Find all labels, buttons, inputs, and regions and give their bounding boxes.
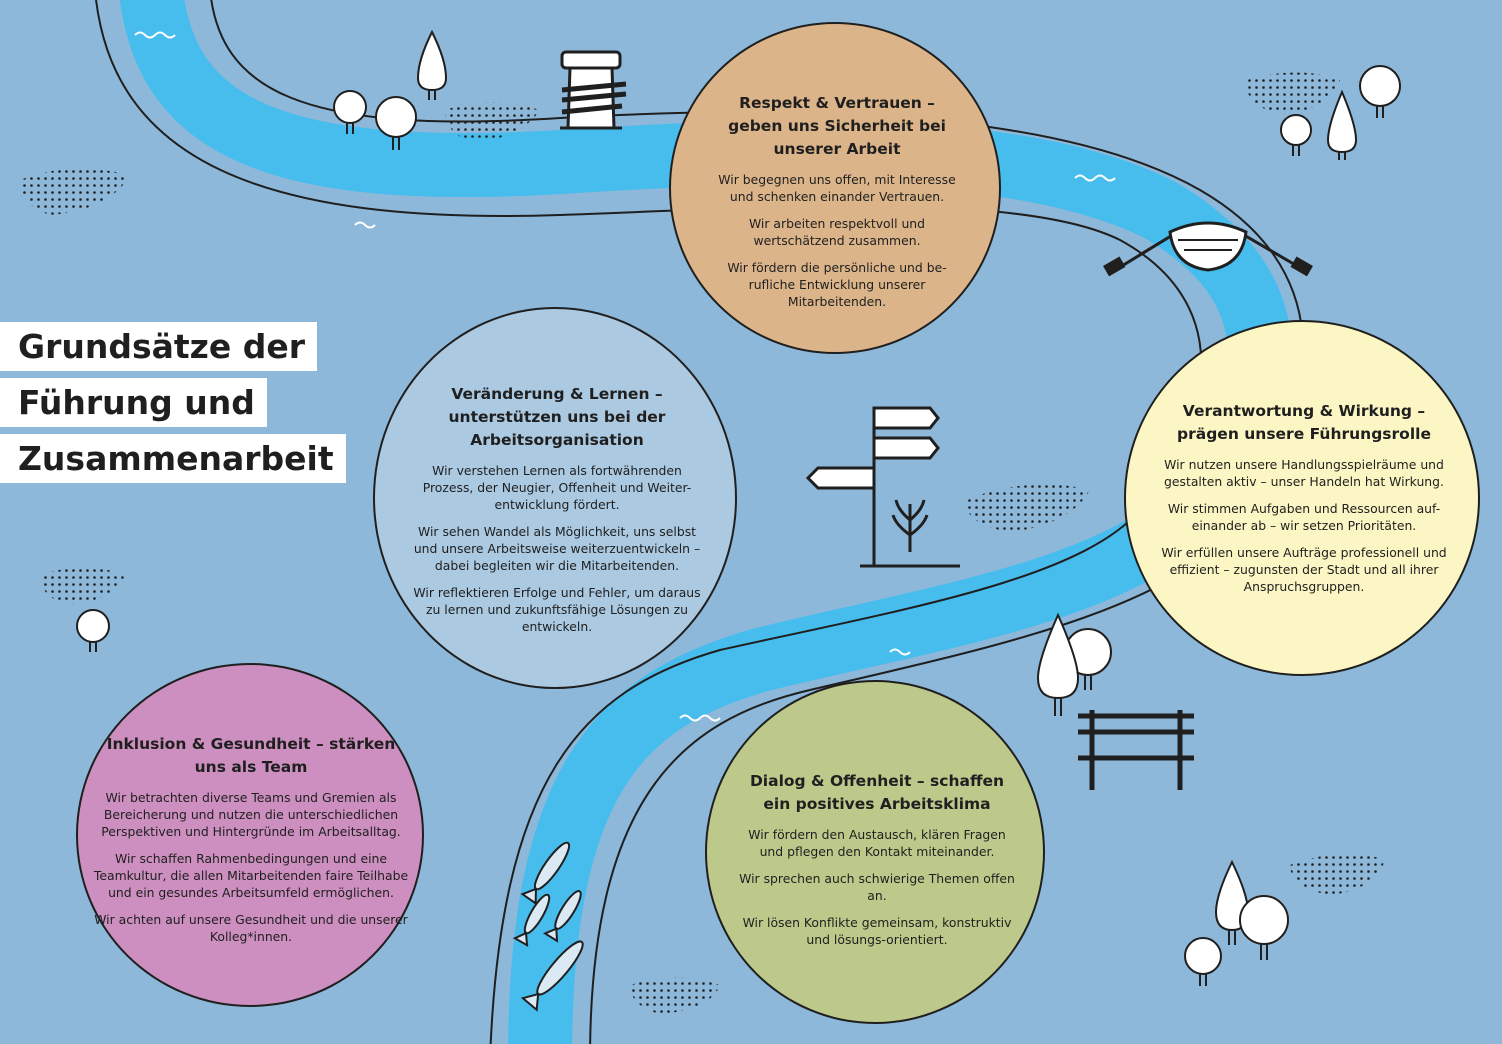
principle-point: Wir lösen Konflikte gemeinsam, konstrukt… (742, 915, 1012, 947)
dotted-patch (1245, 72, 1340, 115)
bollard-icon (560, 50, 627, 130)
principle-heading: Inklusion & Gesundheit – stärken uns als… (106, 735, 396, 776)
principle-point: Wir stimmen Aufgaben und Ressourcen auf-… (1167, 501, 1441, 533)
principle-point: Wir fördern den Austausch, klären Fragen… (748, 827, 1006, 859)
principle-verantwortung-wirkung: Verantwortung & Wirkung – prägen unsere … (1124, 320, 1480, 676)
principle-heading: Dialog & Offenheit – schaffen ein positi… (749, 772, 1005, 813)
principle-point: Wir schaffen Rahmenbedingungen und eine … (93, 851, 409, 900)
principle-point: Wir achten auf unsere Gesundheit und die… (94, 912, 408, 944)
principle-point: Wir arbeiten respektvoll und wertschätze… (748, 216, 926, 248)
dotted-patch (40, 567, 125, 605)
waves-icon (134, 31, 1116, 722)
signpost-icon (805, 406, 960, 568)
dotted-patch (445, 102, 540, 142)
tree-icon (76, 29, 1401, 986)
path-line-upper (95, 0, 1203, 1044)
bench-icon (1078, 710, 1194, 790)
principle-point: Wir nutzen unsere Handlungsspielräume un… (1164, 457, 1444, 489)
principle-point: Wir verstehen Lernen als fortwährenden P… (422, 463, 692, 512)
principle-point: Wir sehen Wandel als Möglichkeit, uns se… (413, 524, 701, 573)
principle-veraenderung-lernen: Veränderung & Lernen – unterstützen uns … (373, 307, 737, 689)
title-line-3: Zusammenarbeit (0, 434, 346, 483)
principle-heading: Veränderung & Lernen – unterstützen uns … (448, 385, 666, 449)
principle-point: Wir sprechen auch schwierige Themen offe… (739, 871, 1015, 903)
principle-point: Wir betrachten diverse Teams und Gremien… (101, 790, 401, 839)
principle-dialog-offenheit: Dialog & Offenheit – schaffen ein positi… (705, 680, 1045, 1024)
dotted-patch (630, 977, 720, 1014)
dotted-patch (20, 168, 130, 215)
principle-respekt-vertrauen: Respekt & Vertrauen – geben uns Sicherhe… (669, 22, 1001, 354)
title-line-2: Führung und (0, 378, 267, 427)
dotted-patch (1290, 853, 1385, 895)
rowing-boat-icon (1103, 221, 1313, 277)
principle-point: Wir reflektieren Erfolge und Fehler, um … (413, 585, 701, 634)
principle-point: Wir erfüllen unsere Aufträge professione… (1161, 545, 1447, 594)
principle-heading: Respekt & Vertrauen – geben uns Sicherhe… (728, 94, 946, 158)
principle-point: Wir fördern die persönliche und be-rufli… (727, 260, 947, 309)
principle-point: Wir begegnen uns offen, mit Interesse un… (718, 172, 956, 204)
river (119, 0, 1292, 1044)
principle-inklusion-gesundheit: Inklusion & Gesundheit – stärken uns als… (76, 663, 424, 1007)
title-line-1: Grundsätze der (0, 322, 318, 371)
principle-heading: Verantwortung & Wirkung – prägen unsere … (1177, 402, 1431, 443)
dotted-patch (965, 484, 1090, 532)
